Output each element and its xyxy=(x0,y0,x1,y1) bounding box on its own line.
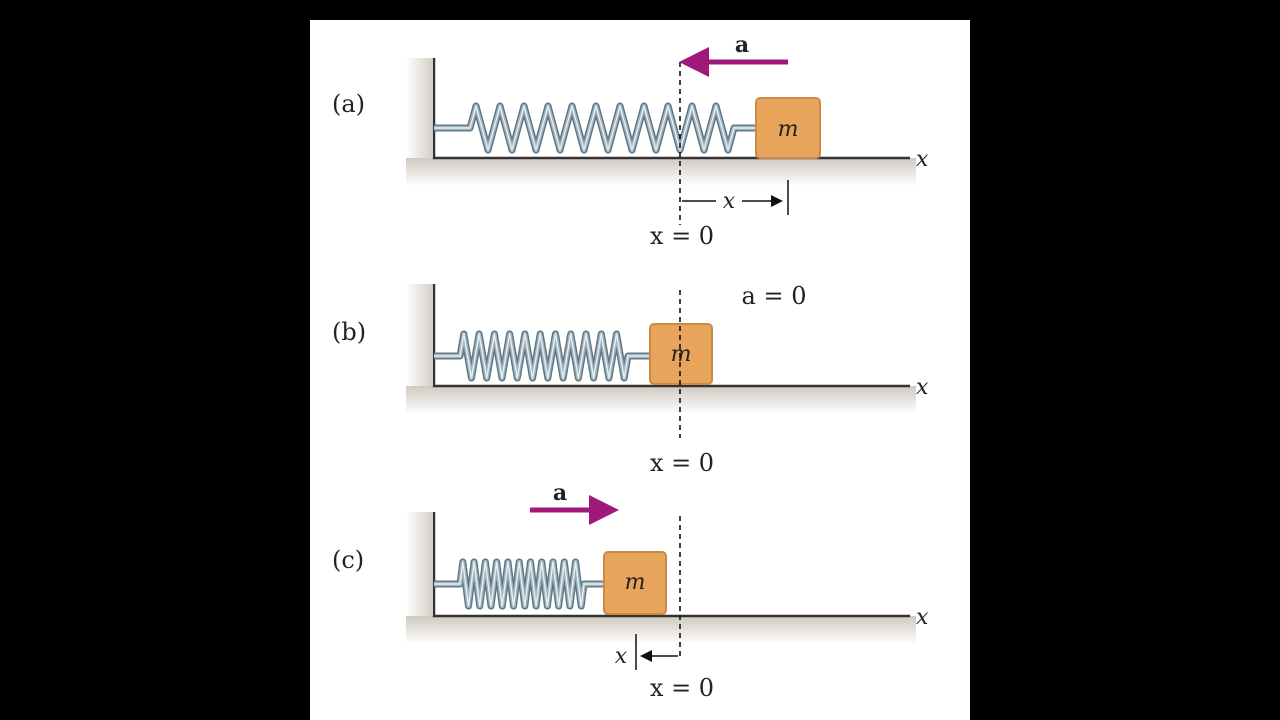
spring-mass-diagram: (a) x m a x x = 0 (b) x m a = 0 x = 0 (c… xyxy=(332,32,929,702)
axis-label-a: x xyxy=(916,147,929,172)
panel-b: (b) x m a = 0 x = 0 xyxy=(332,282,929,477)
accel-label-c: a xyxy=(553,480,567,506)
zero-label-c: x = 0 xyxy=(650,674,714,702)
block-b-mass: m xyxy=(671,342,692,367)
floor-c xyxy=(432,512,910,618)
spring-c xyxy=(434,558,604,610)
axis-label-b: x xyxy=(916,375,929,400)
panel-a: (a) x m a x x = 0 xyxy=(332,32,929,250)
panel-c-label: (c) xyxy=(332,546,364,574)
block-a xyxy=(755,97,821,159)
panel-a-label: (a) xyxy=(332,90,365,118)
accel-zero-label-b: a = 0 xyxy=(742,282,807,310)
block-b xyxy=(649,323,713,385)
block-a-mass: m xyxy=(778,117,799,142)
panel-b-label: (b) xyxy=(332,318,366,346)
axis-label-c: x xyxy=(916,605,929,630)
block-c-mass: m xyxy=(625,570,646,595)
panel-c: (c) x m a x x = 0 xyxy=(332,480,929,702)
figure-panel: (a) x m a x x = 0 (b) x m a = 0 x = 0 (c… xyxy=(310,20,970,720)
displacement-label-a: x xyxy=(723,189,736,214)
zero-label-b: x = 0 xyxy=(650,449,714,477)
displacement-label-c: x xyxy=(615,644,628,669)
floor-a xyxy=(432,58,910,160)
block-c xyxy=(603,551,667,615)
spring-b xyxy=(434,330,650,382)
spring-a xyxy=(434,102,756,154)
accel-label-a: a xyxy=(735,32,749,58)
zero-label-a: x = 0 xyxy=(650,222,714,250)
floor-b xyxy=(432,284,910,388)
